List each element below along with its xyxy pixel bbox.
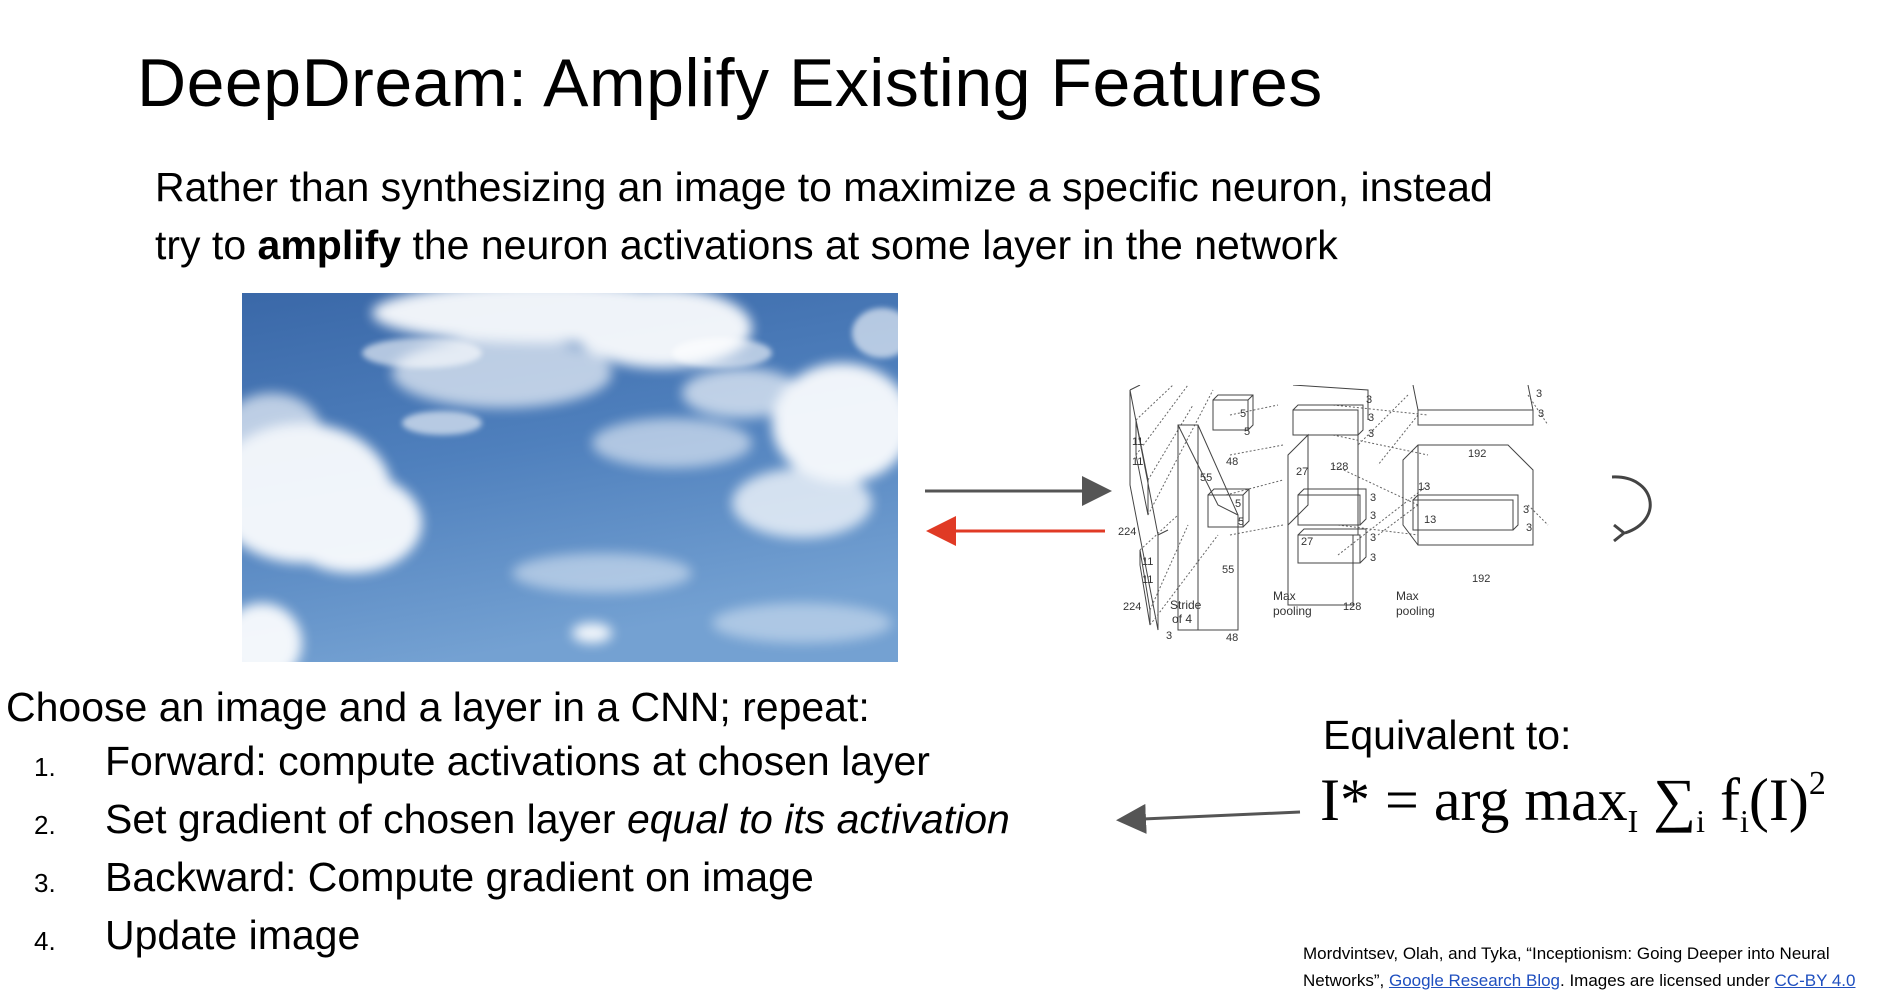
intro-line-2: try to amplify the neuron activations at… [155,216,1493,274]
label-5b: 5 [1244,426,1250,438]
label-11a: 11 [1132,436,1143,448]
formula-f-sub-i: i [1739,803,1749,839]
step-number: 3. [34,868,56,898]
label-3i: 3 [1538,408,1544,420]
label-128a: 128 [1330,461,1348,473]
label-224a: 224 [1118,526,1136,538]
label-48a: 48 [1226,456,1238,468]
label-stride: Stride [1170,598,1202,612]
citation-line-1: Mordvintsev, Olah, and Tyka, “Inceptioni… [1303,944,1830,963]
intro-text: Rather than synthesizing an image to max… [155,158,1493,274]
formula-argmax: I* = arg max [1320,767,1628,833]
label-max-1: Max [1273,589,1296,603]
label-5d: 5 [1238,516,1244,528]
step-text: Backward: Compute gradient on image [105,854,814,900]
equivalence-arrow [1116,803,1301,834]
label-5c: 5 [1235,498,1241,510]
procedure-heading: Choose an image and a layer in a CNN; re… [6,684,870,730]
formula-arg: (I) [1748,767,1809,833]
label-of4: of 4 [1172,612,1192,626]
forward-backward-arrows [925,476,1112,546]
cc-by-license-link[interactable]: CC-BY 4.0 [1774,971,1856,990]
loop-arrow-icon [1611,475,1652,543]
label-224b: 224 [1123,601,1141,613]
equivalent-label: Equivalent to: [1323,712,1572,758]
step-text: Forward: compute activations at chosen l… [105,738,930,784]
label-3g: 3 [1370,552,1376,564]
step-number: 1. [34,752,56,782]
citation: Mordvintsev, Olah, and Tyka, “Inceptioni… [1303,940,1855,994]
formula-square: 2 [1808,765,1826,802]
label-55b: 55 [1222,564,1234,576]
label-3f: 3 [1370,532,1376,544]
citation-line-2: Networks”, Google Research Blog. Images … [1303,967,1855,994]
label-13a: 13 [1418,481,1430,493]
slide-title: DeepDream: Amplify Existing Features [137,45,1323,121]
label-192b: 192 [1472,573,1490,585]
label-11b: 11 [1132,456,1143,468]
step-text: Set gradient of chosen layer equal to it… [105,796,1010,843]
label-3j: 3 [1523,504,1529,516]
label-3-input: 3 [1166,630,1172,642]
label-192a: 192 [1468,448,1486,460]
label-3e: 3 [1370,510,1376,522]
label-pooling-1: pooling [1273,604,1312,618]
label-max-2: Max [1396,589,1419,603]
label-11d: 11 [1142,574,1153,586]
step-number: 4. [34,926,56,956]
formula-sub-I: I [1627,803,1639,839]
label-3d: 3 [1370,492,1376,504]
cnn-architecture-diagram: 11 11 224 11 11 224 3 Stride of 4 55 55 … [1118,385,1549,644]
label-13b: 13 [1424,514,1436,526]
intro-line-1: Rather than synthesizing an image to max… [155,164,1493,210]
google-research-blog-link[interactable]: Google Research Blog [1388,971,1561,990]
label-3k: 3 [1526,522,1532,534]
label-27b: 27 [1301,536,1313,548]
label-11c: 11 [1142,556,1153,568]
step-text-italic: equal to its activation [626,796,1010,842]
label-3b: 3 [1368,412,1374,424]
label-pooling-2: pooling [1396,604,1435,618]
label-3h: 3 [1536,388,1542,400]
clouds-image [242,293,898,662]
label-5a: 5 [1240,408,1246,420]
label-3c: 3 [1368,428,1374,440]
citation-text-b: . Images are licensed under [1560,971,1775,990]
label-128b: 128 [1343,601,1361,613]
label-27a: 27 [1296,466,1308,478]
label-48b: 48 [1226,632,1238,644]
label-3a: 3 [1366,394,1372,406]
step-text-plain: Set gradient of chosen layer [105,796,627,842]
step-text: Update image [105,912,361,958]
citation-text-a: Networks”, [1303,971,1389,990]
formula-sum: ∑ [1638,767,1697,833]
label-55a: 55 [1200,472,1212,484]
intro-bold-word: amplify [257,222,402,268]
step-number: 2. [34,810,56,840]
formula-f: f [1704,767,1740,833]
sky-photo [242,293,898,662]
intro-line-2-end: the neuron activations at some layer in … [401,222,1338,268]
intro-line-2-start: try to [155,222,258,268]
objective-formula: I* = arg maxI ∑i fi(I)2 [1320,765,1826,840]
formula-sub-i: i [1696,803,1705,839]
